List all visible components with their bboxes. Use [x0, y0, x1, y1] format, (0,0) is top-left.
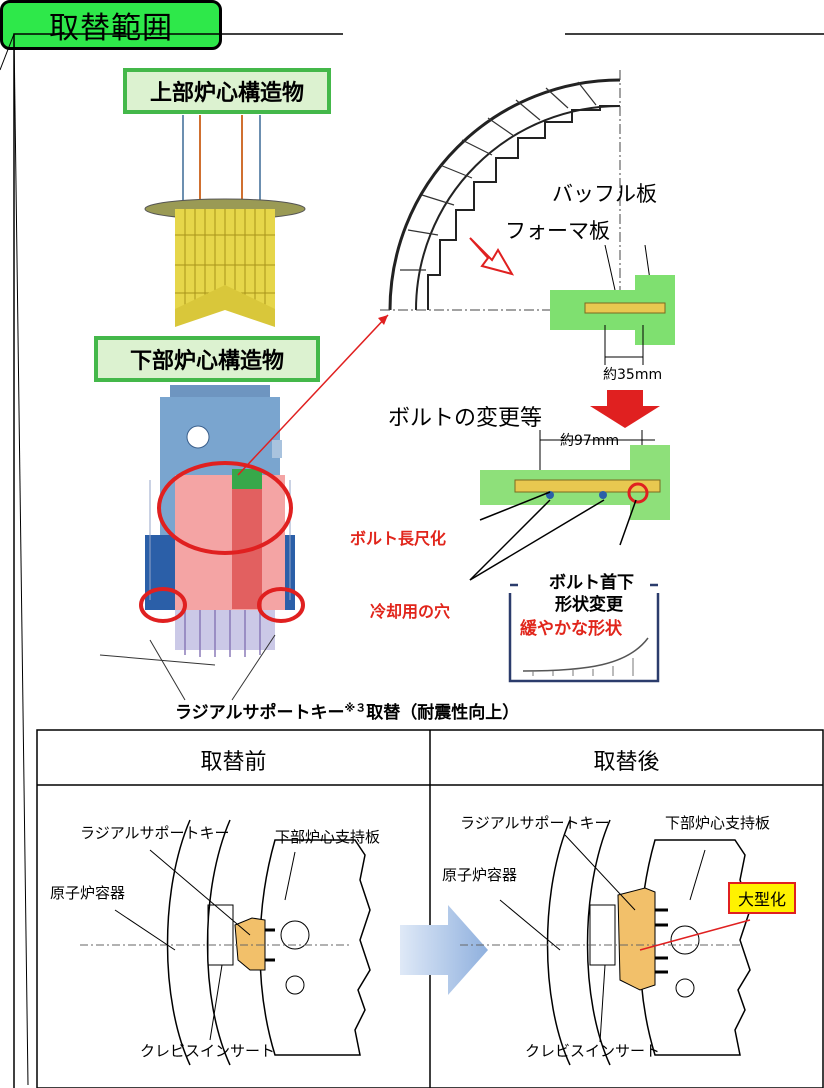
title-box: 取替範囲 — [0, 0, 222, 50]
caption: ラジアルサポートキー※３取替（耐震性向上） — [175, 698, 519, 723]
cooling-hole-label: 冷却用の穴 — [370, 602, 451, 621]
bolt-change-label: ボルトの変更等 — [388, 406, 543, 431]
down-arrow-icon — [590, 390, 660, 428]
bolt-longer-label: ボルト長尺化 — [350, 529, 447, 548]
neck-change-label-2: 形状変更 — [555, 595, 623, 615]
upper-core-structure-image — [144, 115, 306, 327]
baffle-plate-label: バッフル板 — [552, 182, 657, 206]
after-diagram-image — [460, 819, 751, 1066]
baffle-section-image — [380, 70, 670, 315]
after-header: 取替後 — [593, 750, 660, 775]
after-key-label: ラジアルサポートキー — [460, 814, 610, 832]
right-arrow-icon — [400, 905, 488, 995]
before-key-label: ラジアルサポートキー — [80, 824, 230, 842]
enlarged-badge: 大型化 — [728, 882, 797, 914]
lower-core-label: 下部炉心構造物 — [94, 336, 320, 382]
bolt-detail-after-image — [480, 430, 670, 520]
bolt-detail-before-image — [550, 245, 675, 365]
after-vessel-label: 原子炉容器 — [442, 866, 518, 884]
before-vessel-label: 原子炉容器 — [50, 884, 126, 902]
caption-tail: 取替（耐震性向上） — [366, 703, 520, 723]
before-plate-label: 下部炉心支持板 — [275, 828, 381, 846]
caption-note: ※３ — [344, 701, 367, 715]
neck-change-label-1: ボルト首下 — [545, 568, 638, 593]
neck-shape-box — [508, 583, 660, 683]
after-clevis-label: クレビスインサート — [525, 1042, 661, 1060]
upper-core-label: 上部炉心構造物 — [123, 68, 331, 114]
before-diagram-image — [80, 819, 371, 1066]
former-plate-label: フォーマ板 — [505, 219, 610, 243]
dim-before-label: 約35mm — [603, 367, 663, 383]
dim-after-label: 約97mm — [560, 433, 620, 449]
after-plate-label: 下部炉心支持板 — [665, 814, 771, 832]
before-clevis-label: クレビスインサート — [140, 1042, 276, 1060]
lower-core-structure-image — [139, 385, 305, 657]
before-header: 取替前 — [200, 750, 267, 775]
gentle-shape-label: 緩やかな形状 — [520, 619, 622, 639]
caption-main: ラジアルサポートキー — [175, 703, 345, 723]
